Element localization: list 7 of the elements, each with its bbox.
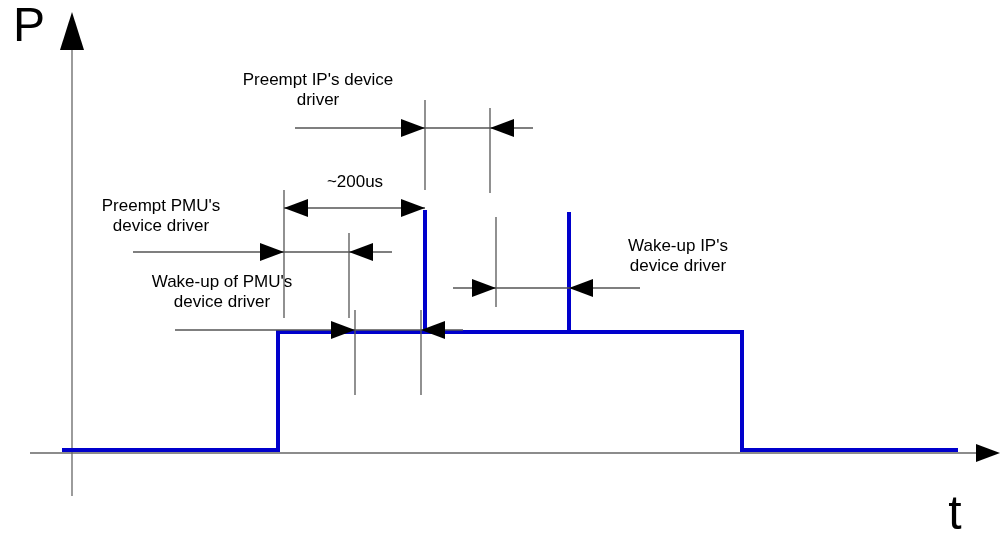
dimension-label: Preempt PMU's device driver (100, 196, 222, 237)
dimension-label: Preempt IP's device driver (241, 70, 395, 111)
axis-label: P (12, 0, 46, 53)
axis-label: t (947, 485, 963, 534)
dimension-label: Wake-up IP's device driver (627, 236, 729, 277)
dimension-label: ~200us (325, 172, 385, 193)
dimension-label: Wake-up of PMU's device driver (150, 272, 294, 313)
